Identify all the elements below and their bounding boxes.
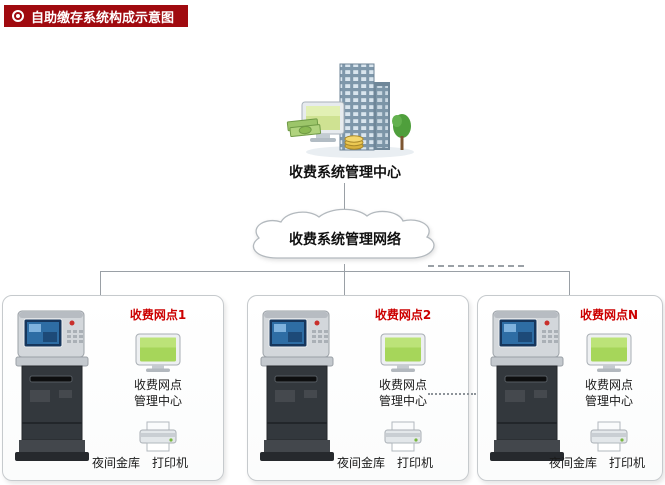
branch-panel-n: 收费网点N 收费网点 管理中心 夜间金库 打印机: [477, 295, 663, 481]
branch-bottom-labels: 夜间金库 打印机: [63, 454, 217, 471]
bullet-dot-icon: [12, 10, 24, 22]
branch-title: 收费网点N: [579, 308, 639, 322]
management-center-label: 收费系统管理中心: [289, 165, 401, 181]
page-title-bar: 自助缴存系统构成示意图: [4, 5, 189, 27]
printer-icon: [138, 421, 178, 453]
monitor-icon: [135, 333, 181, 373]
vault-label: 夜间金库: [336, 456, 385, 470]
printer-icon: [383, 421, 423, 453]
branch-management-line1: 收费网点: [378, 378, 427, 392]
printer-label: 打印机: [397, 456, 434, 470]
connector-horizontal: [100, 271, 570, 272]
branch-management-line1: 收费网点: [133, 378, 182, 392]
monitor-icon: [586, 333, 632, 373]
monitor-icon: [380, 333, 426, 373]
branch-title: 收费网点2: [374, 308, 432, 322]
branch-right-column: 收费网点N 收费网点 管理中心: [560, 306, 658, 453]
branch-panel-1: 收费网点1 收费网点 管理中心 夜间金库 打印机: [2, 295, 224, 481]
ellipsis-between-branches: [428, 393, 476, 395]
office-building-icon: [280, 62, 420, 160]
connector-center-to-cloud: [344, 183, 345, 210]
branch-right-column: 收费网点2 收费网点 管理中心: [344, 306, 462, 453]
branch-management-line1: 收费网点: [584, 378, 633, 392]
vault-label: 夜间金库: [91, 456, 140, 470]
connector-drop-branch3: [569, 271, 570, 296]
branch-right-column: 收费网点1 收费网点 管理中心: [99, 306, 217, 453]
connector-drop-branch1: [100, 271, 101, 296]
branch-bottom-labels: 夜间金库 打印机: [308, 454, 462, 471]
branch-management-label: 收费网点 管理中心: [99, 377, 217, 409]
branch-title: 收费网点1: [129, 308, 187, 322]
connector-drop-branch2: [344, 271, 345, 296]
connector-dashed-segment: [428, 265, 524, 267]
deposit-kiosk-icon: [260, 310, 334, 462]
network-cloud-label: 收费系统管理网络: [289, 232, 401, 248]
branch-panel-2: 收费网点2 收费网点 管理中心 夜间金库 打印机: [247, 295, 469, 481]
vault-label: 夜间金库: [548, 456, 597, 470]
deposit-kiosk-icon: [490, 310, 564, 462]
printer-icon: [589, 421, 629, 453]
deposit-kiosk-icon: [15, 310, 89, 462]
branch-management-label: 收费网点 管理中心: [344, 377, 462, 409]
branch-management-line2: 管理中心: [378, 394, 427, 409]
branch-management-line2: 管理中心: [133, 394, 182, 409]
printer-label: 打印机: [152, 456, 189, 470]
branch-management-label: 收费网点 管理中心: [560, 377, 658, 409]
connector-cloud-drop: [344, 264, 345, 272]
branch-management-line2: 管理中心: [584, 394, 633, 409]
printer-label: 打印机: [609, 456, 646, 470]
branch-bottom-labels: 夜间金库 打印机: [538, 454, 656, 471]
page-title: 自助缴存系统构成示意图: [31, 10, 175, 26]
